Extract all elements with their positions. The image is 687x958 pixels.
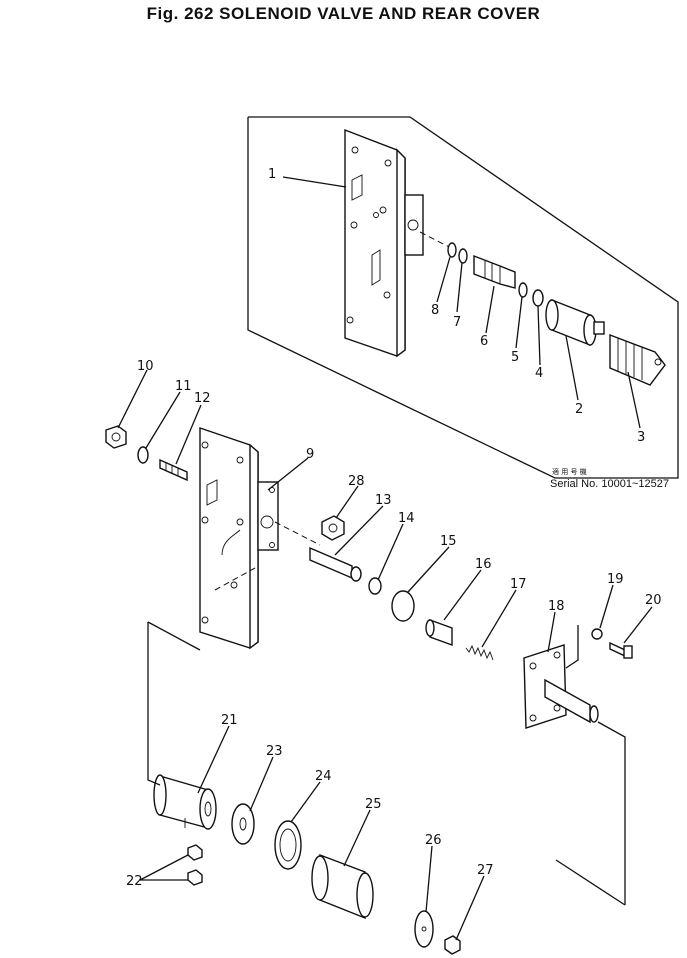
part-13-valve-stem[interactable] (309, 546, 362, 582)
label-part-4: 4 (535, 366, 543, 381)
part-22-nut[interactable] (187, 844, 203, 886)
label-part-22: 22 (126, 874, 143, 889)
inset-frame (247, 116, 679, 479)
label-part-10: 10 (137, 359, 154, 374)
guide-line (555, 859, 626, 906)
label-part-26: 26 (425, 833, 442, 848)
label-part-14: 14 (398, 511, 415, 526)
label-part-19: 19 (607, 572, 624, 587)
label-part-23: 23 (266, 744, 283, 759)
part-19-washer[interactable] (591, 628, 603, 640)
guide-line (597, 721, 626, 905)
part-3-solenoid[interactable] (609, 333, 666, 386)
label-part-18: 18 (548, 599, 565, 614)
part-28-fitting[interactable] (321, 515, 345, 541)
label-part-12: 12 (194, 391, 211, 406)
serial-note-kanji: 適 用 号 機 (552, 467, 587, 476)
part-25-sleeve[interactable] (311, 853, 374, 920)
label-part-25: 25 (365, 797, 382, 812)
part-17-spring[interactable] (465, 644, 494, 661)
part-9-rear-cover[interactable] (199, 427, 279, 650)
label-part-6: 6 (480, 334, 488, 349)
part-1-rear-cover-inset[interactable] (344, 128, 424, 358)
part-10-nut[interactable] (105, 425, 127, 449)
leader-lines (117, 176, 653, 941)
guide-line (147, 622, 161, 786)
label-part-20: 20 (645, 593, 662, 608)
label-part-5: 5 (511, 350, 519, 365)
part-27-nut[interactable] (444, 935, 461, 955)
label-part-9: 9 (306, 447, 314, 462)
part-5-o-ring[interactable] (518, 282, 528, 298)
part-8-o-ring[interactable] (447, 242, 457, 258)
label-part-7: 7 (453, 315, 461, 330)
part-18-cover[interactable] (523, 644, 599, 729)
label-part-13: 13 (375, 493, 392, 508)
label-part-15: 15 (440, 534, 457, 549)
part-23-washer[interactable] (231, 803, 255, 845)
part-7-o-ring[interactable] (458, 248, 468, 264)
label-part-8: 8 (431, 303, 439, 318)
label-part-21: 21 (221, 713, 238, 728)
label-part-27: 27 (477, 863, 494, 878)
part-16-spool[interactable] (425, 619, 453, 646)
part-12-plug[interactable] (159, 458, 188, 482)
guide-line (565, 625, 579, 669)
label-part-17: 17 (510, 577, 527, 592)
label-part-24: 24 (315, 769, 332, 784)
label-part-2: 2 (575, 402, 583, 417)
label-part-3: 3 (637, 430, 645, 445)
part-24-serrated-washer[interactable] (274, 820, 302, 870)
part-26-disc[interactable] (414, 910, 434, 948)
guide-line (147, 621, 201, 651)
part-2-valve-body[interactable] (545, 298, 605, 347)
part-6-fitting[interactable] (473, 254, 516, 289)
label-part-28: 28 (348, 474, 365, 489)
part-11-o-ring[interactable] (137, 446, 149, 464)
label-part-1: 1 (268, 167, 276, 182)
part-14-washer[interactable] (368, 577, 382, 595)
figure-title: Fig. 262 SOLENOID VALVE AND REAR COVER (146, 4, 541, 23)
part-20-bolt[interactable] (609, 641, 633, 659)
label-part-11: 11 (175, 379, 192, 394)
label-part-16: 16 (475, 557, 492, 572)
part-4-o-ring[interactable] (532, 289, 544, 307)
part-21-coil[interactable] (153, 774, 217, 830)
serial-note: Serial No. 10001~12527 (550, 478, 669, 490)
part-15-o-ring[interactable] (391, 590, 415, 622)
